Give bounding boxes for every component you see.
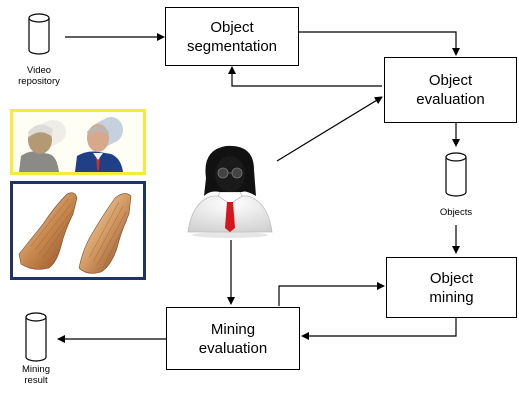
mining-result-caption: Mining result xyxy=(6,364,66,386)
arrow-mining-evaluation-to-mining xyxy=(278,282,385,306)
user-icon xyxy=(187,145,273,238)
object-mining-label-2: mining xyxy=(429,288,474,306)
object-mining-box: Object mining xyxy=(386,257,517,318)
video-repository-caption-2: repository xyxy=(18,76,60,87)
arrow-evaluation-to-segmentation xyxy=(228,66,382,87)
mining-evaluation-label-2: evaluation xyxy=(198,339,268,357)
object-segmentation-box: Object segmentation xyxy=(165,7,299,66)
objects-caption: Objects xyxy=(426,207,486,218)
database-icon xyxy=(25,312,47,362)
object-segmentation-label-2: segmentation xyxy=(186,37,278,55)
object-evaluation-label-1: Object xyxy=(428,72,473,89)
database-icon xyxy=(445,152,467,197)
object-mining-label-1: Object xyxy=(429,269,474,287)
video-repository-caption: Video repository xyxy=(0,65,78,87)
object-evaluation-box: Object evaluation xyxy=(384,57,517,123)
mining-evaluation-box: Mining evaluation xyxy=(166,307,300,370)
object-segmentation-label-1: Object xyxy=(210,18,254,36)
object-volumes-thumbnail xyxy=(10,181,146,280)
object-volumes-image xyxy=(18,192,132,274)
object-evaluation-label-2: evaluation xyxy=(416,91,485,108)
arrow-mining-to-mining-evaluation xyxy=(301,318,457,340)
segmented-objects-image xyxy=(19,117,123,172)
objects-caption-1: Objects xyxy=(439,207,473,218)
mining-result-caption-1: Mining xyxy=(22,364,50,375)
database-icon xyxy=(28,13,50,55)
segmented-objects-thumbnail xyxy=(10,109,146,175)
video-repository-caption-1: Video xyxy=(26,65,52,76)
arrow-user-to-evaluation xyxy=(276,96,383,162)
mining-result-caption-2: result xyxy=(24,375,48,386)
arrow-segmentation-to-evaluation xyxy=(299,31,460,56)
mining-evaluation-label-1: Mining xyxy=(210,320,256,338)
